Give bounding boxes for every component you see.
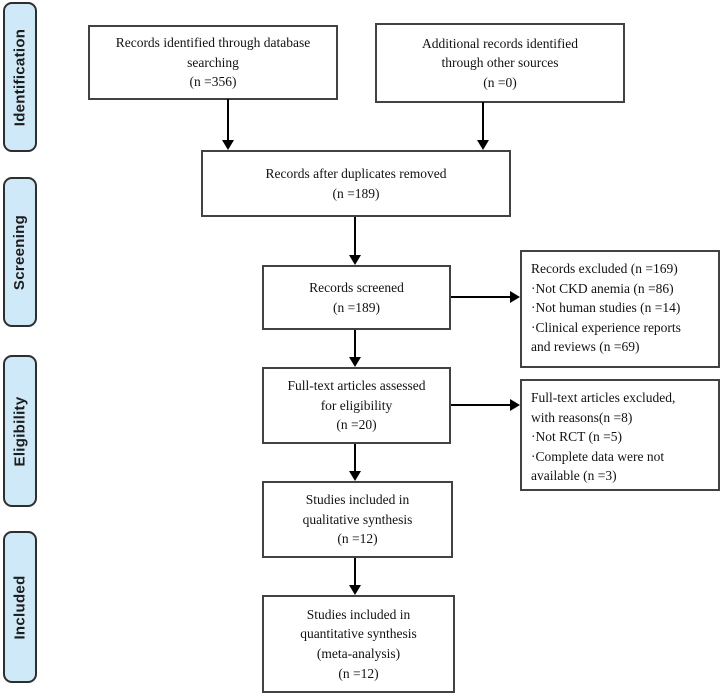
stage-label-included: Included: [11, 574, 29, 640]
arrow-right-screened-to-excluded: [451, 291, 520, 303]
box-additional-records-other-sources: Additional records identified through ot…: [375, 23, 625, 103]
box-quantitative-synthesis: Studies included in quantitative synthes…: [262, 595, 455, 693]
arrow-down-screened-to-fulltext: [349, 330, 361, 367]
arrow-right-fulltext-to-excluded: [451, 399, 520, 411]
box-records-after-duplicates-removed: Records after duplicates removed (n =189…: [201, 150, 511, 217]
box-fulltext-excluded: Full-text articles excluded, with reason…: [520, 379, 720, 491]
stage-tab-identification: Identification: [3, 2, 37, 152]
arrow-down-qualitative-to-quantitative: [349, 558, 361, 595]
stage-label-identification: Identification: [11, 28, 29, 126]
box-qualitative-synthesis: Studies included in qualitative synthesi…: [262, 481, 453, 558]
stage-tab-included: Included: [3, 531, 37, 683]
arrow-down-duplicates-to-screened: [349, 217, 361, 265]
stage-label-screening: Screening: [11, 214, 29, 290]
arrow-down-fulltext-to-qualitative: [349, 444, 361, 481]
box-fulltext-assessed: Full-text articles assessed for eligibil…: [262, 367, 451, 444]
arrow-down-other-to-duplicates: [477, 102, 489, 150]
box-records-screened: Records screened (n =189): [262, 265, 451, 330]
stage-label-eligibility: Eligibility: [11, 396, 29, 466]
box-records-identified-database: Records identified through database sear…: [88, 25, 338, 100]
stage-tab-eligibility: Eligibility: [3, 355, 37, 507]
box-records-excluded: Records excluded (n =169) ·Not CKD anemi…: [520, 250, 720, 368]
stage-tab-screening: Screening: [3, 177, 37, 327]
arrow-down-database-to-duplicates: [222, 99, 234, 150]
